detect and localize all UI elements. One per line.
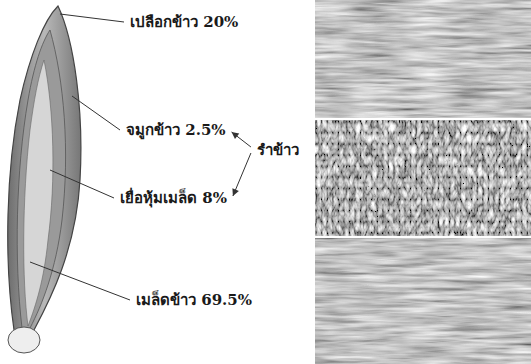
rice-plant-photo	[315, 0, 531, 118]
part-label: เยื่อหุ้มเมล็ด 8%	[118, 188, 229, 208]
part-label: จมูกข้าว 2.5%	[124, 120, 228, 140]
part-label: เปลือกข้าว 20%	[128, 12, 240, 32]
part-label: เมล็ดข้าว 69.5%	[134, 290, 254, 310]
rice-grain	[8, 6, 81, 353]
rice-field-photo	[315, 238, 531, 364]
rice-grain-photo	[315, 120, 531, 236]
leader-lines	[30, 14, 251, 300]
group-label: รำข้าว	[255, 140, 301, 160]
